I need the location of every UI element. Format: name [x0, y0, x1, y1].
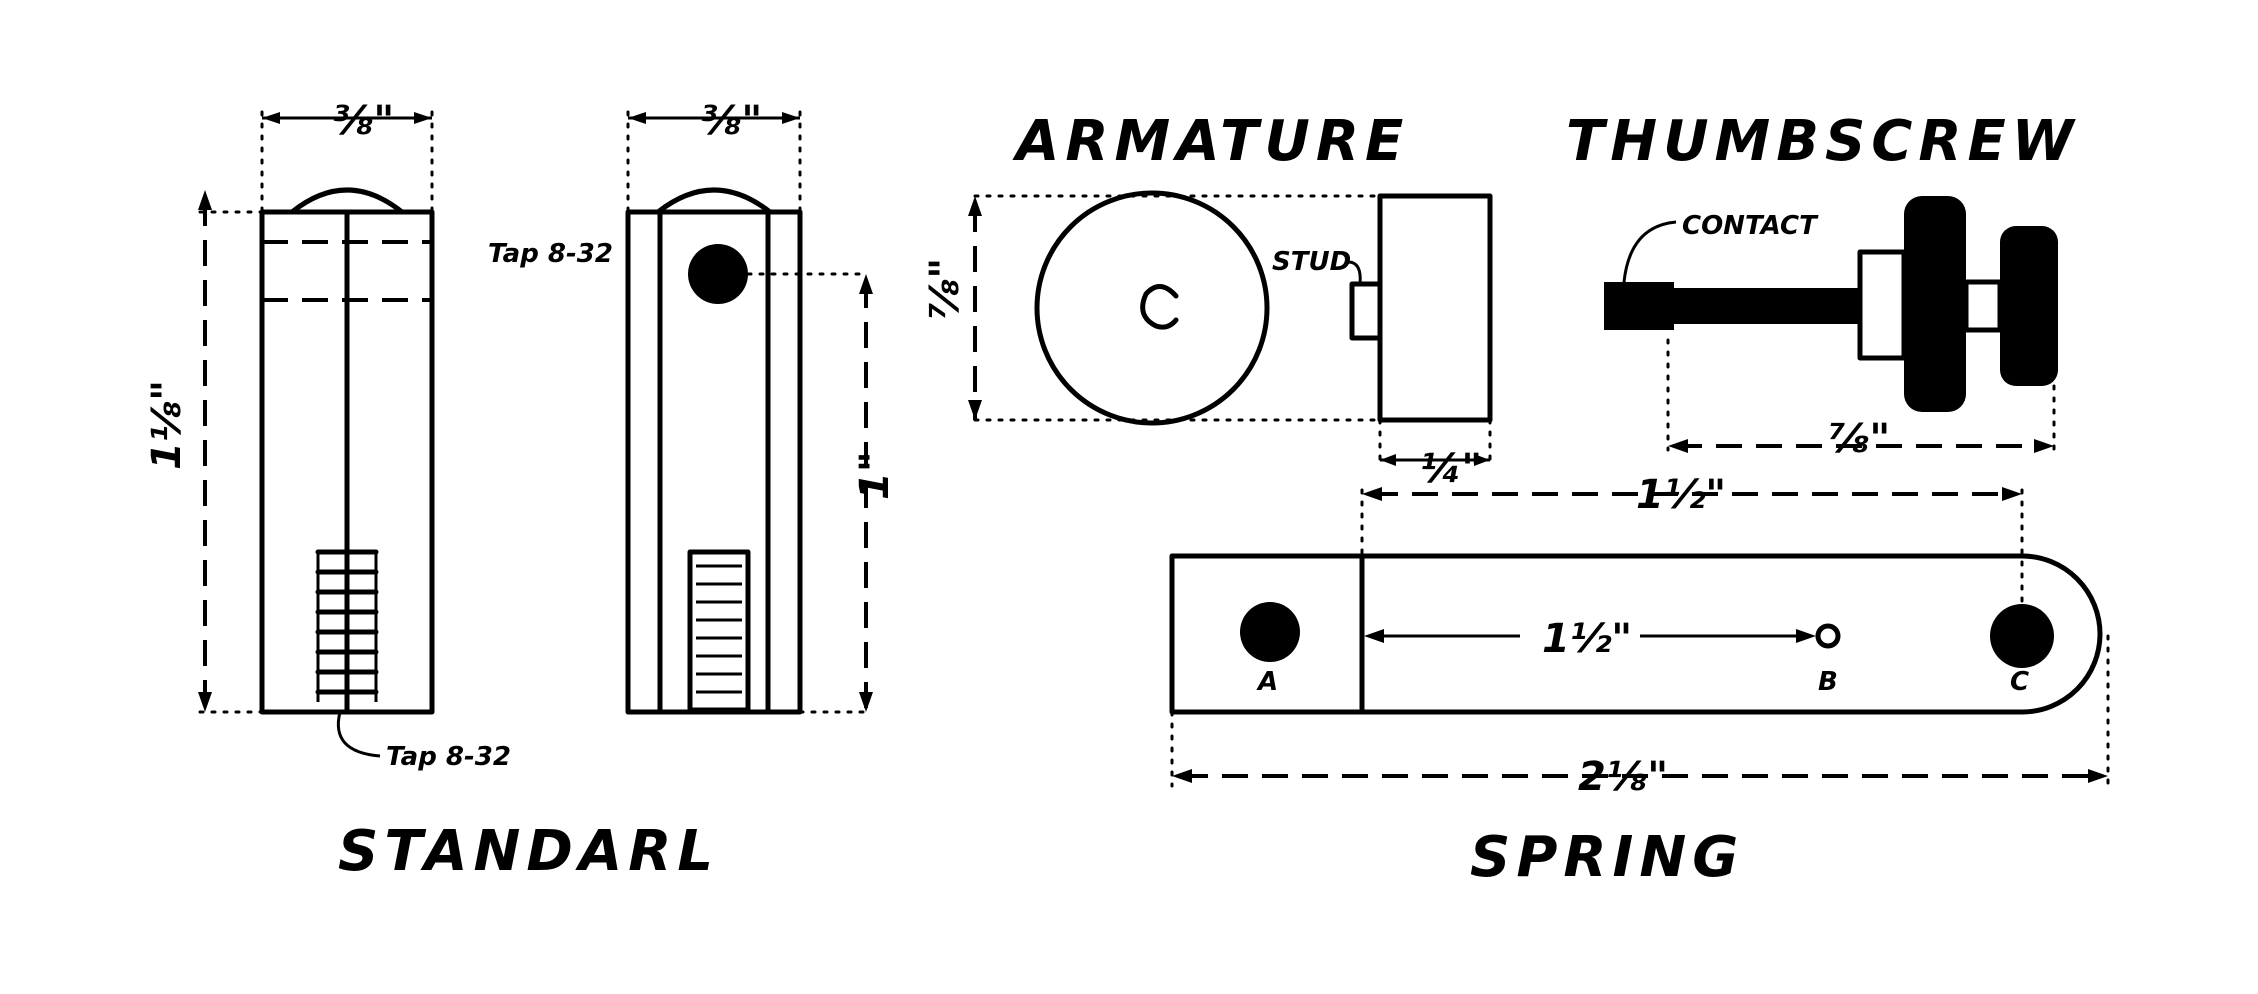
armature-stud-label: STUD — [1272, 247, 1351, 277]
armature-disc-face — [1034, 190, 1270, 426]
armature-stud — [1349, 281, 1383, 341]
spring-top-dim: 1½" — [1636, 472, 1726, 518]
thumbscrew-contact-tip — [1604, 282, 1674, 330]
spring-body — [1169, 553, 2103, 715]
armature-disc-side — [1377, 193, 1493, 423]
thumbscrew-contact-label: CONTACT — [1682, 211, 1819, 241]
spring-inner-dim: 1½" — [1542, 616, 1632, 662]
standard-height-dim: 1⅛" — [144, 380, 190, 470]
spring-point-b: B — [1818, 667, 1838, 697]
standard-right-thread — [687, 549, 751, 713]
spring-hole-a — [1240, 602, 1300, 662]
standard-left-thread — [315, 549, 379, 702]
armature-diameter-dim: ⅞" — [922, 258, 968, 320]
thumbscrew-length-dim: ⅞" — [1828, 416, 1890, 462]
armature: ARMATURE ⅞" STUD ¼" — [922, 109, 1493, 492]
standard-tap-note-side: Tap 8-32 — [488, 239, 613, 269]
standard-hole-height-dim: 1" — [852, 451, 898, 500]
thumbscrew-title: THUMBSCREW — [1566, 109, 2080, 174]
armature-title: ARMATURE — [1012, 109, 1409, 174]
standard-tap-hole — [688, 244, 748, 304]
standard-right-width-dim: ⅜" — [700, 98, 762, 144]
spring-point-c: C — [2010, 667, 2029, 697]
spring-total-dim: 2⅛" — [1578, 754, 1668, 800]
armature-thickness-dim: ¼" — [1420, 446, 1482, 492]
spring-hole-b — [1815, 623, 1841, 649]
spring-point-a: A — [1256, 667, 1278, 697]
standard-left-view: ⅜" 1⅛" Tap 8-32 — [144, 98, 511, 772]
standard-tap-note-bottom: Tap 8-32 — [386, 742, 511, 772]
thumbscrew: THUMBSCREW CONTACT ⅞" — [1566, 109, 2080, 462]
thumbscrew-knurl-small — [2000, 226, 2058, 386]
spring-title: SPRING — [1470, 825, 1744, 890]
standard-left-width-dim: ⅜" — [332, 98, 394, 144]
spring: 1½" A B C 1½" 2⅛" — [1169, 472, 2110, 800]
thumbscrew-shank — [1674, 288, 1860, 324]
spring-hole-c — [1990, 604, 2054, 668]
standard-title: STANDARL — [338, 819, 719, 884]
standard-right-view: ⅜" Tap 8-32 1" — [488, 98, 898, 715]
